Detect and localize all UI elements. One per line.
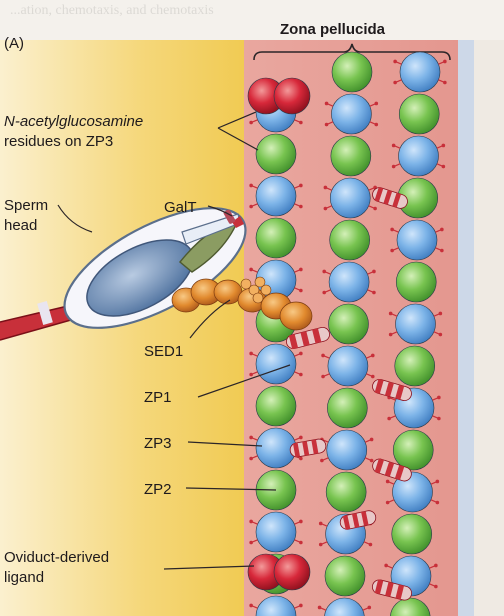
zp2-bead <box>390 597 431 616</box>
zp1-crosslink <box>371 579 413 601</box>
zp3-bead <box>324 597 365 616</box>
zp3-bead <box>398 135 439 177</box>
zp3-label: ZP3 <box>144 435 172 452</box>
zp2-bead <box>392 429 434 471</box>
sperm-label: Sperm <box>4 197 48 214</box>
sperm-tail <box>0 305 78 340</box>
zp3-bead <box>329 177 371 219</box>
zp1-label: ZP1 <box>144 389 172 406</box>
zp3-bead <box>328 261 370 303</box>
panel-label: (A) <box>4 35 24 52</box>
sperm-head <box>0 207 247 341</box>
zp3-bead <box>392 471 433 513</box>
zp1-crosslink <box>372 378 412 401</box>
zp3-bead <box>331 93 372 135</box>
zp1-crosslink <box>286 326 330 350</box>
nag-label: N-acetylglucosamine <box>4 113 143 130</box>
zp2-bead <box>331 51 373 93</box>
sed1-protein <box>171 276 313 331</box>
zp2-bead <box>395 261 437 303</box>
zp2-bead <box>255 133 297 175</box>
zp3-bead <box>255 595 297 616</box>
zp2-bead <box>391 513 433 555</box>
zp3-bead <box>326 429 368 471</box>
zp3-bead <box>255 175 297 217</box>
head-label: head <box>4 217 37 234</box>
zp1-crosslink <box>372 458 412 482</box>
zp2-label: ZP2 <box>144 481 172 498</box>
zp2-bead <box>327 387 368 429</box>
zp2-bead <box>325 471 367 513</box>
nag-label-2: residues on ZP3 <box>4 133 113 150</box>
zp2-bead <box>394 345 436 387</box>
zp1-bead <box>273 77 311 115</box>
zp1-crosslink <box>289 438 327 458</box>
zp2-bead <box>330 135 372 177</box>
galt-label: GalT <box>164 199 197 216</box>
zp2-bead <box>329 219 370 261</box>
zp3-bead <box>396 219 438 261</box>
ligand-label: ligand <box>4 569 44 586</box>
zp3-bead <box>399 51 441 93</box>
zp1-bead <box>273 553 311 591</box>
zp2-bead <box>324 555 366 597</box>
zp2-bead <box>255 385 297 427</box>
zp2-bead <box>398 93 440 135</box>
zp3-bead <box>395 303 436 345</box>
zp3-bead <box>255 343 297 385</box>
zp3-bead <box>255 511 297 553</box>
zp1-crosslink <box>372 187 408 209</box>
zp1-crosslink <box>339 510 377 530</box>
sed1-label: SED1 <box>144 343 183 360</box>
svg-text:...ation, chemotaxis, and chem: ...ation, chemotaxis, and chemotaxis <box>10 3 214 18</box>
zp2-bead <box>255 217 297 259</box>
egg-membrane <box>458 40 474 616</box>
zp3-bead <box>327 345 369 387</box>
oviduct-label: Oviduct-derived <box>4 549 109 566</box>
figure-title: Zona pellucida <box>280 21 386 38</box>
zona-brace <box>253 43 451 61</box>
zp2-bead <box>328 303 369 345</box>
